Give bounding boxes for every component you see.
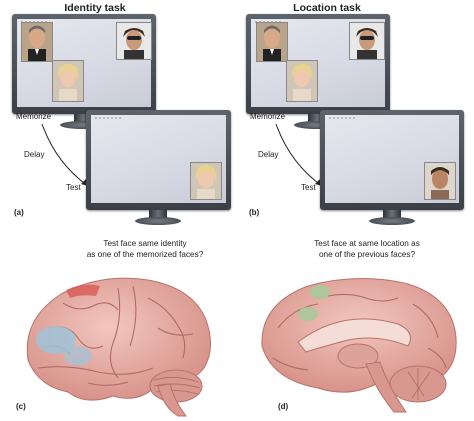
test-face-woman xyxy=(190,162,222,200)
panel-label-a: (a) xyxy=(14,208,24,217)
brain-medial-view xyxy=(261,277,457,413)
location-question-line-1: Test face at same location as xyxy=(314,239,420,248)
identity-question-line-2: as one of the memorized faces? xyxy=(86,250,204,259)
face-photo-man-2 xyxy=(116,22,152,60)
location-task-title: Location task xyxy=(293,2,361,14)
face-photo-man-1 xyxy=(21,22,53,62)
identity-question-line-1: Test face same identity xyxy=(103,239,187,248)
memorize-label-identity: Memorize xyxy=(16,112,52,121)
test-label-location: Test xyxy=(301,183,316,192)
test-face-woman-dark xyxy=(424,162,456,200)
delay-label-location: Delay xyxy=(258,150,279,159)
delay-label-identity: Delay xyxy=(24,150,45,159)
location-question-line-2: one of the previous faces? xyxy=(318,250,416,259)
location-question: Test face at same location as one of the… xyxy=(282,238,452,260)
location-face-woman xyxy=(286,60,318,102)
panel-label-c: (c) xyxy=(16,402,26,411)
location-face-man-2 xyxy=(349,22,385,60)
panel-label-d: (d) xyxy=(278,402,289,411)
location-face-man-1 xyxy=(256,22,288,62)
identity-question: Test face same identity as one of the me… xyxy=(60,238,230,260)
panel-label-b: (b) xyxy=(249,208,260,217)
face-photo-woman xyxy=(52,60,84,102)
identity-task-title: Identity task xyxy=(64,2,126,14)
brain-lateral-view xyxy=(26,277,211,417)
memorize-label-location: Memorize xyxy=(250,112,286,121)
test-monitor-identity xyxy=(86,110,231,228)
test-label-identity: Test xyxy=(66,183,81,192)
